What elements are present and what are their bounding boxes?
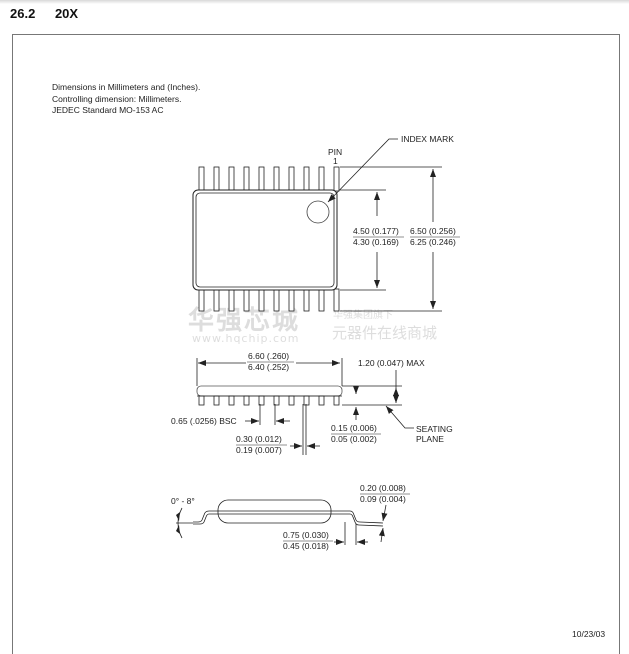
- top-pin: [228, 166, 235, 192]
- left-lead-bend: [193, 513, 210, 525]
- note-jedec: JEDEC Standard MO-153 AC: [52, 105, 164, 115]
- side-lead: [243, 395, 250, 406]
- angle-arc: [177, 507, 183, 539]
- dimension-notes: Dimensions in Millimeters and (Inches). …: [52, 82, 200, 117]
- package-body-outer: [192, 189, 338, 291]
- top-pin: [303, 166, 310, 192]
- note-units: Dimensions in Millimeters and (Inches).: [52, 82, 201, 92]
- seating-plane-line1: SEATING: [416, 424, 453, 434]
- seating-plane-line2: PLANE: [416, 434, 444, 444]
- angle-arrow: [176, 512, 180, 521]
- top-pin: [213, 166, 220, 192]
- section-title: 20X: [54, 6, 79, 21]
- left-lead-bend: [193, 510, 210, 523]
- overall-width-max: 6.50 (0.256): [410, 226, 456, 236]
- top-pin: [273, 166, 280, 192]
- drawing-frame: [12, 34, 620, 654]
- end-body: [217, 499, 332, 524]
- bottom-pin: [273, 288, 280, 312]
- watermark-url: www.hqchip.com: [192, 332, 300, 345]
- note-controlling: Controlling dimension: Millimeters.: [52, 93, 182, 104]
- top-pin: [198, 166, 205, 192]
- watermark-tag1: 华强集团旗下: [333, 310, 393, 321]
- side-lead: [333, 395, 340, 406]
- top-pin: [333, 166, 340, 192]
- side-lead: [303, 395, 310, 406]
- body-width-max: 4.50 (0.177): [353, 226, 399, 236]
- side-lead: [288, 395, 295, 406]
- watermark-tag2: 元器件在线商城: [332, 324, 438, 342]
- overall-width-min: 6.25 (0.246): [410, 237, 456, 247]
- section-heading: 26.2 20X: [10, 6, 78, 21]
- top-pins: [198, 166, 340, 192]
- bottom-pin: [333, 288, 340, 312]
- section-number: 26.2: [10, 6, 36, 21]
- lead-thk-min: 0.09 (0.004): [360, 494, 406, 504]
- dim-line-lead-thk: [381, 504, 388, 522]
- bottom-pin: [258, 288, 265, 312]
- height-max: 1.20 (0.047) MAX: [358, 358, 425, 368]
- side-body: [196, 385, 343, 397]
- side-lead: [228, 395, 235, 406]
- top-shade: [0, 0, 629, 4]
- lead-width-min: 0.19 (0.007): [236, 445, 282, 455]
- angle-arrow: [176, 525, 180, 534]
- end-view: 0° - 8° 0.20 (0.008) 0.09 (0.004) 0.75 (…: [171, 483, 410, 551]
- right-lead-bend: [349, 513, 384, 527]
- side-lead: [198, 395, 205, 406]
- bottom-pins: [198, 288, 340, 312]
- bottom-pin: [288, 288, 295, 312]
- seating-plane-leader: [385, 405, 414, 429]
- standoff-min: 0.05 (0.002): [331, 434, 377, 444]
- side-lead: [258, 395, 265, 406]
- dim-line-lead-thk: [378, 527, 385, 543]
- top-pin: [243, 166, 250, 192]
- bottom-pin: [318, 288, 325, 312]
- body-width-min: 4.30 (0.169): [353, 237, 399, 247]
- angle-label: 0° - 8°: [171, 496, 195, 506]
- side-lead: [273, 395, 280, 406]
- top-pin: [258, 166, 265, 192]
- top-pin: [318, 166, 325, 192]
- foot-max: 0.75 (0.030): [283, 530, 329, 540]
- standoff-max: 0.15 (0.006): [331, 423, 377, 433]
- package-body-inner: [195, 192, 335, 288]
- foot-min: 0.45 (0.018): [283, 541, 329, 551]
- length-max: 6.60 (.260): [248, 351, 289, 361]
- bottom-pin: [243, 288, 250, 312]
- side-leads: [198, 395, 340, 406]
- pin1-label-line2: 1: [333, 156, 338, 166]
- lead-width-max: 0.30 (0.012): [236, 434, 282, 444]
- bottom-pin: [228, 288, 235, 312]
- index-mark-leader: [327, 138, 398, 203]
- watermark-brand: 华强芯城: [188, 306, 301, 336]
- bottom-pin: [213, 288, 220, 312]
- side-view: 6.60 (.260) 6.40 (.252) 1.20 (0.047) MAX…: [171, 351, 453, 455]
- side-lead: [213, 395, 220, 406]
- bottom-pin: [198, 288, 205, 312]
- pin1-label-line1: PIN: [328, 147, 342, 157]
- index-mark-circle: [306, 200, 330, 224]
- bottom-pin: [303, 288, 310, 312]
- revision-date: 10/23/03: [572, 629, 606, 639]
- index-mark-label: INDEX MARK: [401, 134, 454, 144]
- pitch-label: 0.65 (.0256) BSC: [171, 416, 237, 426]
- length-min: 6.40 (.252): [248, 362, 289, 372]
- side-lead: [318, 395, 325, 406]
- lead-thk-max: 0.20 (0.008): [360, 483, 406, 493]
- top-view: INDEX MARK PIN 1 4.50 (0.177) 4.30 (0.16…: [192, 134, 460, 312]
- right-lead-bend: [349, 510, 384, 524]
- top-pin: [288, 166, 295, 192]
